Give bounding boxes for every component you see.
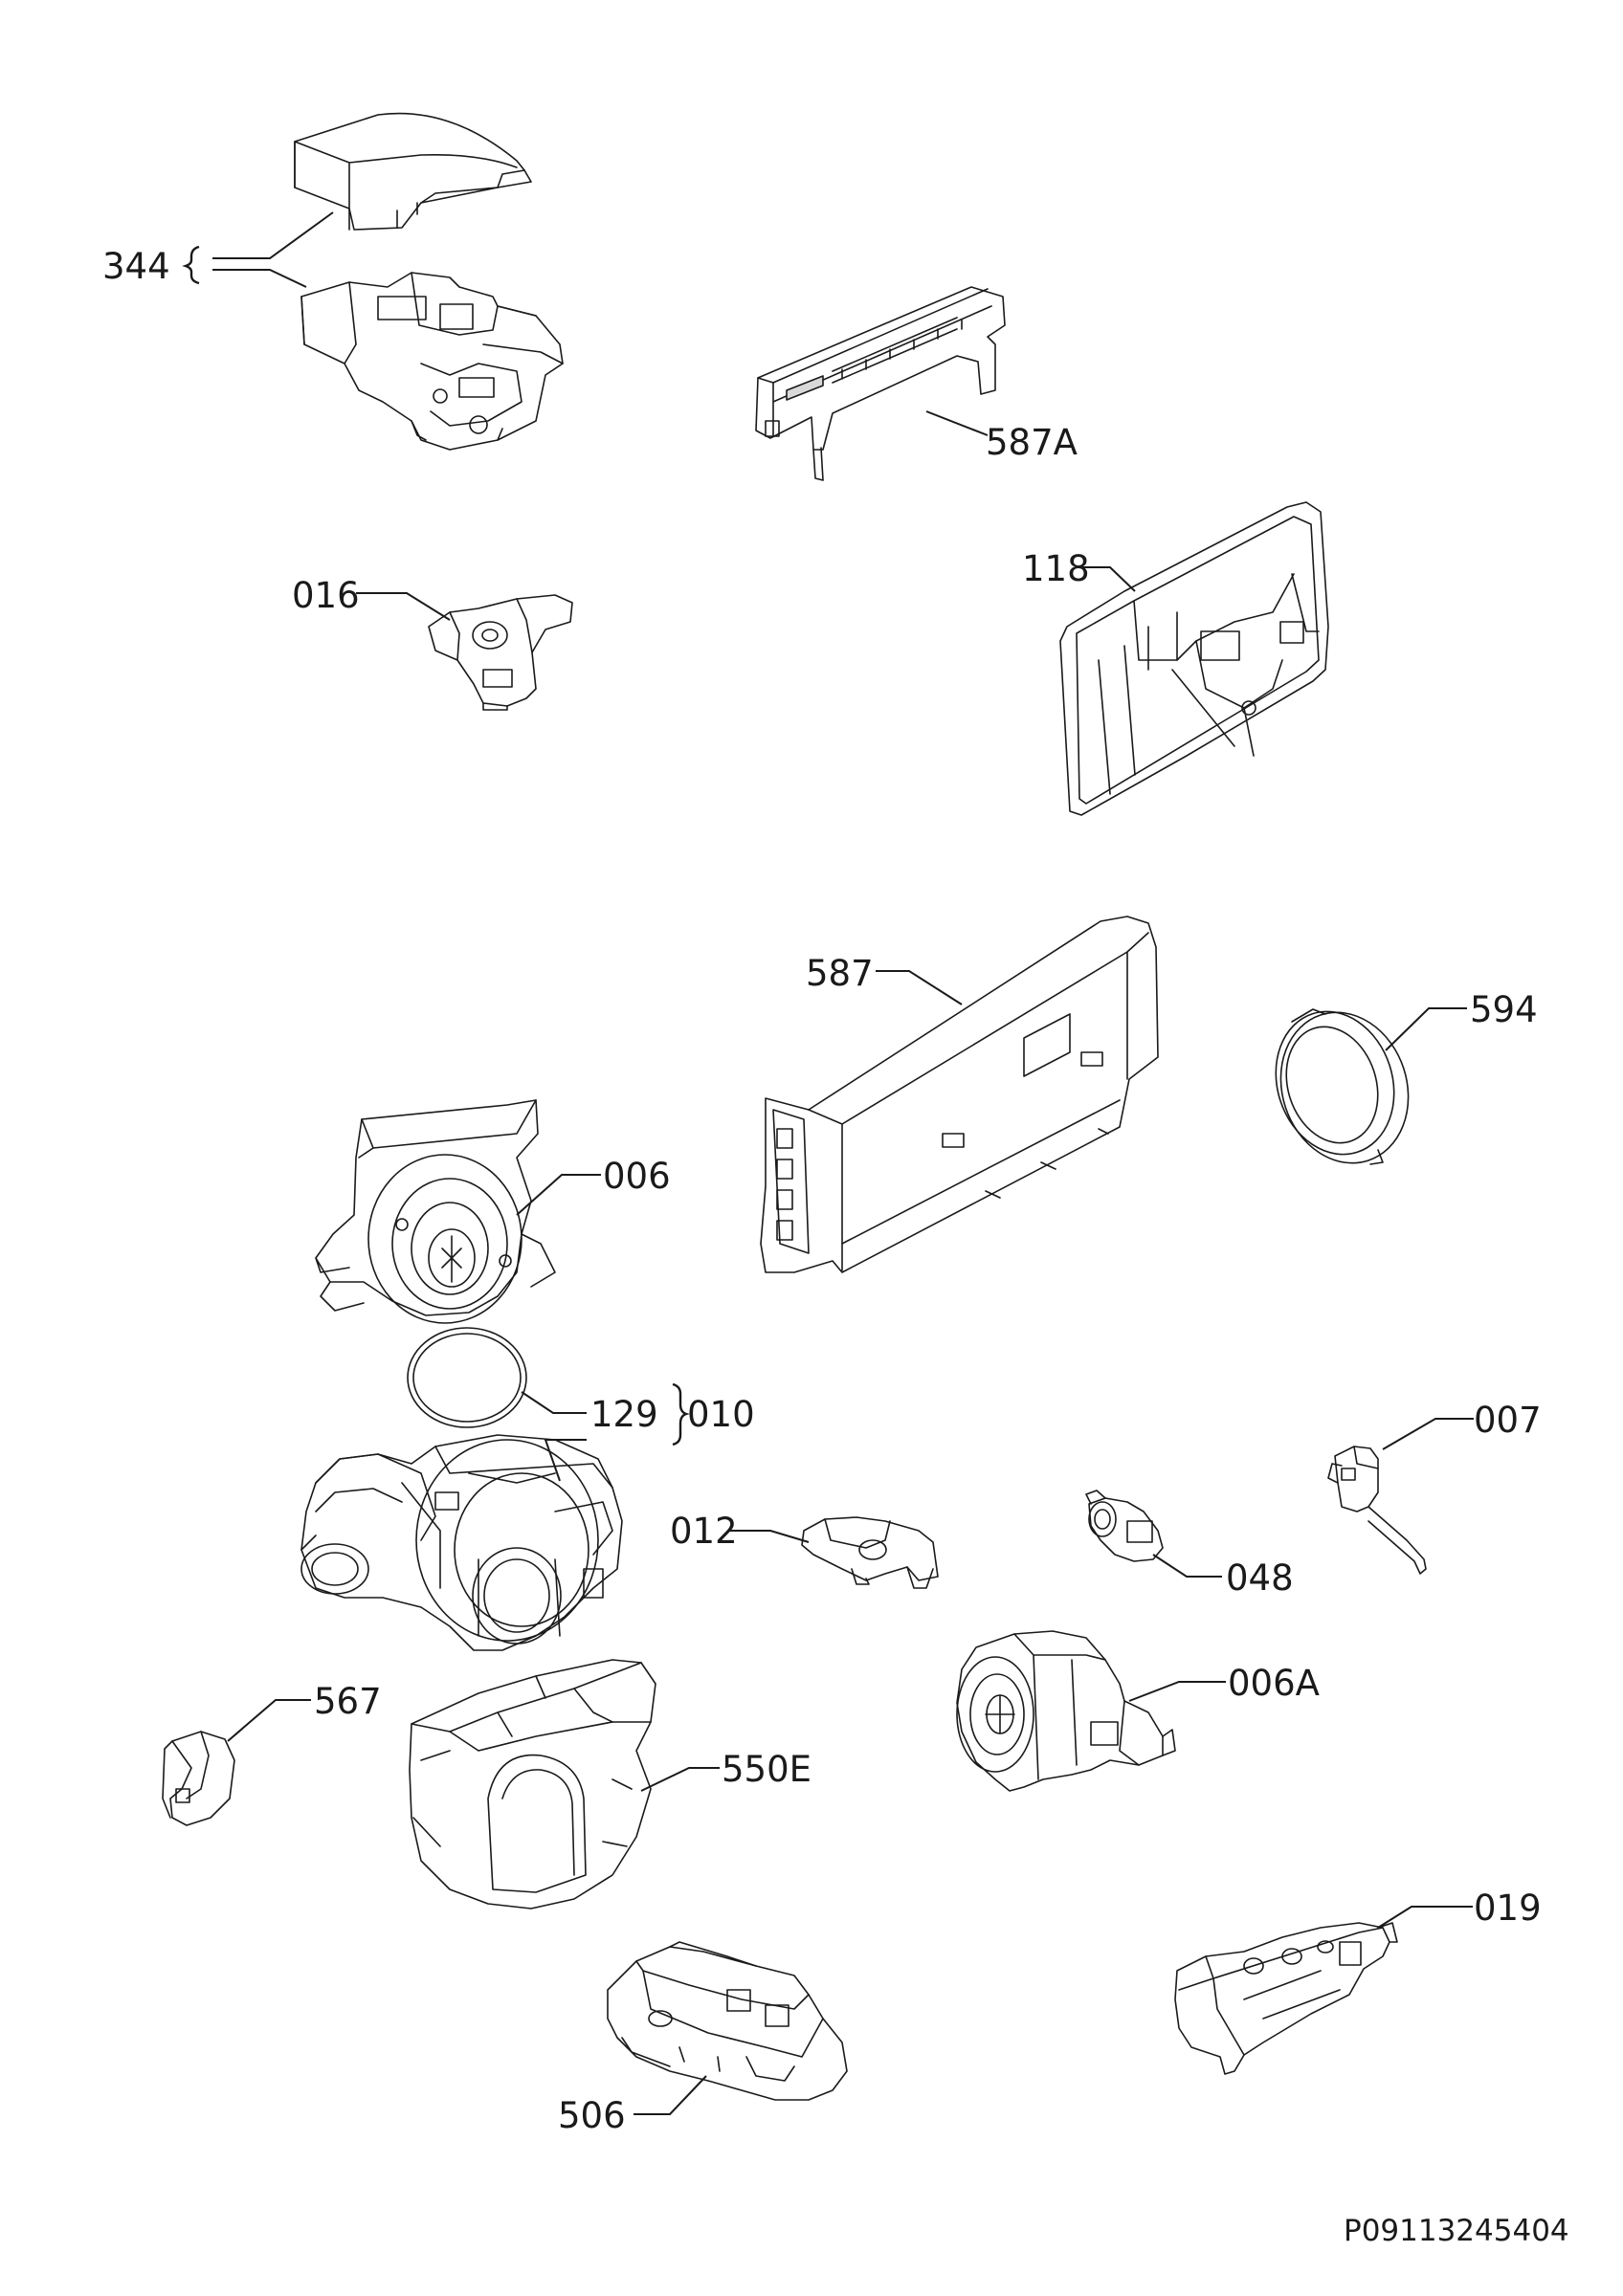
leader-012 [729, 1530, 810, 1543]
leader-506 [634, 2075, 707, 2115]
callout-007: 007 [1474, 1400, 1542, 1441]
leader-587A [925, 410, 989, 436]
leader-016 [356, 592, 451, 621]
callout-550E: 550E [722, 1749, 812, 1790]
callout-587A: 587A [986, 422, 1078, 463]
leader-587 [876, 970, 963, 1005]
part-550E-pump-cover[interactable] [409, 1659, 656, 1910]
callout-016: 016 [292, 575, 360, 616]
callout-129: 129 [590, 1394, 658, 1435]
leader-550E [640, 1767, 720, 1792]
leader-lines [182, 211, 1474, 2115]
leader-129 [521, 1391, 587, 1414]
leader-010 [544, 1439, 587, 1482]
part-594-ring-seal[interactable] [1257, 996, 1427, 1180]
callout-010: 010 [687, 1394, 755, 1435]
callout-567: 567 [314, 1681, 382, 1722]
callout-118: 118 [1022, 548, 1090, 589]
part-048-pressure-sensor[interactable] [1085, 1490, 1164, 1562]
part-567-clip[interactable] [162, 1731, 235, 1826]
callout-labels: 344 587A 016 118 587 594 006 129 010 007… [102, 246, 1569, 2248]
brace-344 [182, 245, 200, 285]
leader-594 [1385, 1007, 1467, 1051]
part-129-o-ring[interactable] [407, 1327, 527, 1428]
callout-587: 587 [806, 953, 874, 994]
part-012-sensor[interactable] [801, 1516, 939, 1589]
callout-019: 019 [1474, 1888, 1542, 1929]
callout-344: 344 [102, 246, 170, 287]
callout-594: 594 [1470, 989, 1538, 1030]
leader-567 [227, 1699, 311, 1742]
leader-006A [1128, 1681, 1226, 1702]
part-006-circulation-pump[interactable] [315, 1099, 556, 1324]
document-number: P09113245404 [1344, 2214, 1569, 2248]
brace-010 [672, 1382, 690, 1446]
callout-048: 048 [1226, 1557, 1294, 1599]
part-019-door-lock[interactable] [1174, 1922, 1398, 2075]
callout-506: 506 [558, 2095, 626, 2136]
callout-006: 006 [603, 1156, 671, 1197]
part-016-switch[interactable] [428, 594, 573, 711]
leader-344 [212, 211, 334, 288]
part-118-control-frame[interactable] [1059, 501, 1329, 816]
part-010-heat-pump-assembly[interactable] [300, 1434, 623, 1651]
leader-007 [1382, 1418, 1474, 1450]
part-007-sensor-bracket[interactable] [1327, 1446, 1427, 1575]
part-587A-control-strip[interactable] [755, 286, 1006, 481]
leader-006 [516, 1174, 601, 1216]
leader-048 [1152, 1554, 1222, 1578]
callout-012: 012 [670, 1511, 738, 1552]
part-587-electronic-module[interactable] [760, 916, 1159, 1273]
leader-019 [1377, 1906, 1473, 1929]
leader-118 [1079, 566, 1136, 592]
part-344-module-with-cover[interactable] [294, 112, 564, 451]
part-506-base-assembly[interactable] [607, 1941, 848, 2101]
callout-006A: 006A [1228, 1663, 1320, 1704]
part-006A-drain-pump[interactable] [956, 1630, 1176, 1792]
